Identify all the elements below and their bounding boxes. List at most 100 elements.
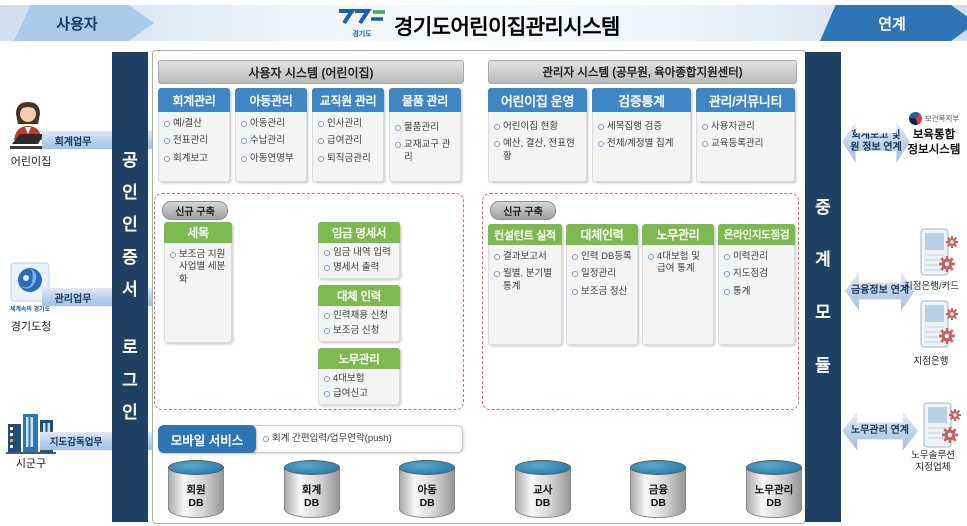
mohw-system-name: 보육통합 정보시스템 <box>907 129 961 156</box>
module-item: 예산, 결산, 전표현황 <box>494 138 583 163</box>
module-item: 인력 DB등록 <box>572 251 634 263</box>
link-arrow-mohw: 회계보고 및 원 정보 연계 <box>842 121 910 163</box>
mobile-service-header: 모바일 서비스 <box>158 425 256 453</box>
module-item: 인사관리 <box>318 118 380 130</box>
module-title: 임금 명세서 <box>318 222 400 243</box>
admin-system-header: 관리자 시스템 (공무원, 육아종합지원센터) <box>488 60 797 84</box>
module-item: 사용자관리 <box>702 121 791 133</box>
cylinder-top <box>630 460 687 475</box>
page-title: 경기도어린이집관리시스템 <box>394 16 620 39</box>
gyeonggi-icon-caption: 세계속의 경기도 <box>9 307 51 313</box>
flow-label: 관리업무 <box>54 293 92 305</box>
module-item: 4대보험 <box>324 373 396 385</box>
new-build-badge: 신규 구축 <box>162 201 228 220</box>
module-title: 대체 인력 <box>318 285 400 306</box>
user-system-header: 사용자 시스템 (어린이집) <box>158 60 464 84</box>
mobile-service-item: 회계 간편입력/업무연락(push) <box>263 433 392 445</box>
module-item: 수납관리 <box>241 135 303 147</box>
module-item: 회계보고 <box>164 153 226 165</box>
login-bar-text-1: 공인인증서 <box>122 150 138 299</box>
module-title: 노무관리 <box>318 348 400 369</box>
module-title: 어린이집 운영 <box>488 88 587 112</box>
certificate-login-bar: 공인인증서 로그인 <box>112 52 148 522</box>
branch-bank-label: 지점은행 <box>913 356 949 367</box>
module-item: 물품관리 <box>395 122 457 134</box>
module-item: 인력채용 신청 <box>324 310 396 322</box>
cylinder-top <box>168 460 224 475</box>
cylinder-top <box>514 460 571 475</box>
module-admin-community: 관리/커뮤니티 사용자관리 교육등록관리 <box>696 88 795 182</box>
module-item: 보조금 정산 <box>572 286 634 298</box>
module-item: 보조금 신청 <box>324 325 396 337</box>
teacher-at-laptop-icon <box>10 102 44 149</box>
module-item: 보조금 지원사업별 세분화 <box>170 249 228 286</box>
gyeonggi-header-logo-icon: 경기도 <box>334 8 390 38</box>
module-item: 아동연명부 <box>241 153 303 165</box>
link-label: 회계보고 및 원 정보 연계 <box>850 130 902 153</box>
module-title: 노무관리 <box>642 224 714 245</box>
module-item: 아동관리 <box>241 118 303 130</box>
module-labor-management-admin: 노무관리 4대보험 및 급여 통계 <box>642 224 714 345</box>
relay-bar-text: 중계모듈 <box>815 197 831 375</box>
module-title: 온라인지도점검 <box>718 224 795 245</box>
bank-card-label: 지점은행/카드 <box>903 281 960 292</box>
link-banner-label: 연계 <box>878 15 906 33</box>
actor-label-city-county: 시군구 <box>15 458 47 470</box>
module-title: 교직원 관리 <box>312 88 384 112</box>
module-budget-items: 세목 보조금 지원사업별 세분화 <box>164 222 232 343</box>
module-accounting: 회계관리 예/결산 전표관리 회계보고 <box>158 88 230 182</box>
module-item: 임금 내역 입력 <box>324 247 396 259</box>
mohw-system-block: 보건복지부 보육통합 정보시스템 <box>902 112 966 158</box>
module-verification-stats: 검증통계 세목집행 검증 전체/계정별 집계 <box>592 88 691 182</box>
module-item: 이력관리 <box>724 251 791 263</box>
module-item: 지도점검 <box>724 268 791 280</box>
module-item: 일정관리 <box>572 268 634 280</box>
link-banner: 연계 <box>820 5 967 41</box>
gyeonggi-province-logo-icon: 세계속의 경기도 <box>8 262 52 316</box>
user-new-build-box <box>154 193 464 410</box>
cylinder-top <box>399 460 456 475</box>
module-title: 아동관리 <box>235 88 307 112</box>
relay-module-bar: 중계모듈 <box>805 52 841 522</box>
module-children: 아동관리 아동관리 수납관리 아동연명부 <box>235 88 307 182</box>
header-band <box>0 5 967 41</box>
labor-solution-label: 노무솔루션 지정업체 <box>911 450 955 473</box>
login-bar-text-2: 로그인 <box>122 338 138 422</box>
module-title: 물품 관리 <box>389 88 461 112</box>
module-center-operation: 어린이집 운영 어린이집 현황 예산, 결산, 전표현황 <box>488 88 587 182</box>
module-supplies: 물품 관리 물품관리 교재교구 관리 <box>389 88 461 182</box>
module-item: 전체/계정별 집계 <box>598 138 687 150</box>
new-build-badge: 신규 구축 <box>490 201 556 220</box>
module-item: 교재교구 관리 <box>395 139 457 164</box>
module-item: 교육등록관리 <box>702 138 791 150</box>
module-substitute-staff-admin: 대체인력 인력 DB등록 일정관리 보조금 정산 <box>566 224 638 345</box>
actor-label-childcare-center: 어린이집 <box>10 156 52 168</box>
link-arrow-labor: 노무관리 연계 <box>842 411 918 451</box>
module-item: 급여신고 <box>324 388 396 400</box>
module-item: 결과보고서 <box>494 251 558 263</box>
module-item: 전표관리 <box>164 135 226 147</box>
module-wage-statement: 임금 명세서 임금 내역 입력 명세서 출력 <box>318 222 400 279</box>
module-item: 예/결산 <box>164 118 226 130</box>
link-label: 금융정보 연계 <box>851 285 909 296</box>
module-consultant-results: 컨설턴트 실적 결과보고서 월별, 분기별 통계 <box>488 224 562 345</box>
module-item: 4대보험 및 급여 통계 <box>648 251 710 276</box>
link-label: 노무관리 연계 <box>851 425 909 436</box>
module-title: 세목 <box>164 222 232 243</box>
module-substitute-staff: 대체 인력 인력채용 신청 보조금 신청 <box>318 285 400 342</box>
module-item: 월별, 분기별 통계 <box>494 268 558 293</box>
module-title: 검증통계 <box>592 88 691 112</box>
module-staff: 교직원 관리 인사관리 급여관리 퇴직금관리 <box>312 88 384 182</box>
users-banner: 사용자 <box>14 5 154 41</box>
mohw-taegeuk-logo-icon <box>908 112 922 125</box>
module-item: 급여관리 <box>318 135 380 147</box>
flow-label: 회계업무 <box>54 136 92 148</box>
module-item: 퇴직금관리 <box>318 153 380 165</box>
admin-new-build-box <box>482 193 799 410</box>
